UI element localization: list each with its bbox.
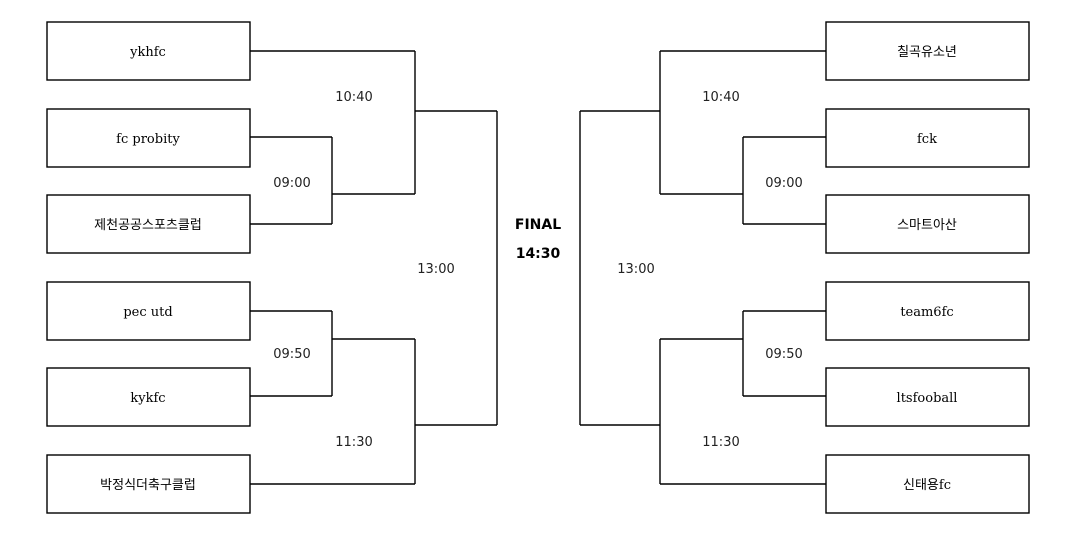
left-team-4: pec utd xyxy=(46,281,251,341)
team-name: 칠곡유소년 xyxy=(897,45,957,60)
right-bracket-lines xyxy=(579,50,826,485)
right-match-top-time: 10:40 xyxy=(702,90,739,105)
final-title: FINAL xyxy=(515,217,561,233)
right-team-5: ltsfooball xyxy=(825,367,1030,427)
right-match-top-inner-time: 09:00 xyxy=(765,176,802,191)
left-team-2: fc probity xyxy=(46,108,251,168)
left-match-top-inner-time: 09:00 xyxy=(273,176,310,191)
right-semifinal-time: 13:00 xyxy=(617,262,654,277)
team-name: 스마트아산 xyxy=(897,218,957,233)
right-team-3: 스마트아산 xyxy=(825,194,1030,254)
team-name: 신태용fc xyxy=(903,478,951,493)
right-team-2: fck xyxy=(825,108,1030,168)
final-time: 14:30 xyxy=(516,246,561,262)
left-match-bottom-inner-time: 09:50 xyxy=(273,347,310,362)
left-semifinal-time: 13:00 xyxy=(417,262,454,277)
team-name: fc probity xyxy=(116,132,180,147)
right-team-1: 칠곡유소년 xyxy=(825,21,1030,81)
left-match-top-time: 10:40 xyxy=(335,90,372,105)
right-match-bottom-inner-time: 09:50 xyxy=(765,347,802,362)
team-name: pec utd xyxy=(123,305,172,320)
right-team-4: team6fc xyxy=(825,281,1030,341)
right-team-6: 신태용fc xyxy=(825,454,1030,514)
team-name: ykhfc xyxy=(129,45,166,60)
team-name: 제천공공스포츠클럽 xyxy=(94,218,202,233)
team-name: kykfc xyxy=(130,391,165,406)
right-match-bottom-time: 11:30 xyxy=(702,435,739,450)
left-match-bottom-time: 11:30 xyxy=(335,435,372,450)
left-team-1: ykhfc xyxy=(46,21,251,81)
left-team-5: kykfc xyxy=(46,367,251,427)
team-name: fck xyxy=(917,132,937,147)
left-team-6: 박정식더축구클럽 xyxy=(46,454,251,514)
left-bracket-lines xyxy=(250,50,498,485)
team-name: ltsfooball xyxy=(897,391,958,406)
team-name: 박정식더축구클럽 xyxy=(100,478,196,493)
left-team-3: 제천공공스포츠클럽 xyxy=(46,194,251,254)
team-name: team6fc xyxy=(900,305,953,320)
